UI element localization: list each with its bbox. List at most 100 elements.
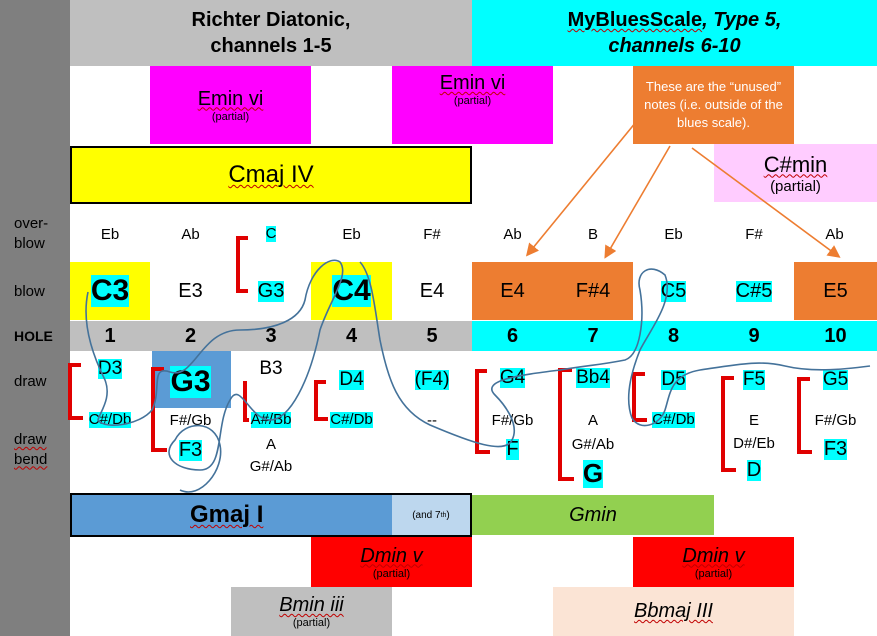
unused-note-arrows (525, 121, 841, 259)
draw-note-8: D5 (633, 367, 714, 393)
overblow-note-6: Ab (503, 225, 522, 243)
draw-note-10-label: G5 (822, 369, 849, 391)
bracket-hole-2 (151, 367, 167, 452)
chord-bbmaj-iii: Bbmaj III (553, 587, 794, 636)
header-mybluesscale-line2: channels 6-10 (608, 35, 741, 57)
draw-note-7-label: Bb4 (576, 367, 610, 389)
bracket-hole-7 (558, 368, 574, 481)
draw-note-5: (F4) (392, 367, 472, 393)
hole-number-6: 6 (506, 324, 519, 347)
bend-2-b-label: F3 (178, 438, 203, 461)
chord-gmaj-i-label: Gmaj I (190, 501, 264, 528)
header-richter-line2: channels 1-5 (210, 35, 332, 57)
chord-emin-vi-right-label: Emin vi (439, 72, 506, 94)
blow-note-9: C#5 (714, 262, 794, 320)
chord-emin-vi-left-note: (partial) (211, 110, 250, 123)
row-label-overblow-2: blow (14, 234, 45, 252)
bend-9-c-label: D (746, 458, 762, 481)
blow-note-9-label: C#5 (735, 279, 773, 302)
chord-cmaj-iv-label: Cmaj IV (228, 161, 314, 188)
chord-bmin-iii-note: (partial) (292, 617, 331, 629)
chord-csharp-min-label: C#min (763, 151, 828, 177)
overblow-note-7: B (587, 225, 598, 243)
draw-note-2: G3 (150, 362, 231, 402)
draw-note-8-label: D5 (661, 369, 686, 391)
chord-dmin-v-left-label: Dmin v (360, 544, 423, 567)
header-mybluesscale-type: , Type 5, (702, 9, 782, 31)
chord-gmaj-seventh-sup: th (440, 511, 447, 519)
draw-note-1: D3 (70, 356, 150, 382)
bend-brackets (68, 236, 812, 481)
overblow-note-1: Eb (100, 225, 120, 243)
hole-number-8: 8 (667, 324, 680, 347)
header-mybluesscale-line1: MyBluesScale, Type 5, (568, 7, 782, 33)
blow-note-2: E3 (178, 279, 203, 302)
chord-gmaj-seventh-b: ) (446, 509, 450, 521)
bend-5-a: -- (427, 411, 437, 429)
blow-note-5: E4 (419, 279, 445, 302)
blow-note-6: E4 (500, 279, 525, 302)
chord-csharp-min: C#min (partial) (714, 144, 877, 202)
overblow-note-4: Eb (342, 225, 361, 243)
row-label-draw-bend-2: bend (14, 450, 48, 468)
bend-7-a: A (587, 411, 598, 429)
header-richter-line1: Richter Diatonic, (191, 9, 351, 31)
bend-10-b-label: F3 (823, 437, 848, 460)
bend-9-b: D#/Eb (733, 434, 775, 452)
chord-gmin: Gmin (472, 495, 714, 535)
blow-note-7: F#4 (575, 279, 611, 302)
scale-path-middle (359, 261, 871, 448)
hole-number-10: 10 (824, 324, 847, 347)
blow-note-4-label: C4 (332, 274, 371, 308)
arrow-to-hole-6 (525, 121, 637, 257)
bend-7-c-label: G (582, 458, 604, 489)
bend-10-a: F#/Gb (814, 411, 857, 429)
chord-bmin-iii: Bmin iii (partial) (231, 587, 392, 636)
draw-note-9-label: F5 (742, 369, 766, 391)
chord-bbmaj-iii-label: Bbmaj III (634, 600, 713, 622)
hole-number-5: 5 (426, 324, 438, 347)
overblow-note-10: Ab (825, 225, 844, 243)
blow-note-3: G3 (231, 262, 311, 320)
chord-cmaj-iv: Cmaj IV (70, 146, 472, 204)
chord-dmin-v-left-note: (partial) (372, 567, 411, 580)
bend-10-b: F3 (794, 436, 877, 462)
bend-7-b: G#/Ab (571, 435, 615, 453)
draw-note-1-label: D3 (97, 358, 123, 380)
unused-notes-text: These are the “unused” notes (i.e. outsi… (644, 78, 783, 131)
chord-dmin-v-right-label: Dmin v (682, 544, 745, 567)
blow-note-10: E5 (823, 279, 848, 302)
chord-emin-vi-left: Emin vi (partial) (150, 66, 311, 144)
chord-emin-vi-right: Emin vi (partial) (392, 66, 553, 144)
blow-note-1: C3 (70, 262, 150, 320)
bend-9-c: D (714, 457, 794, 483)
draw-note-4-label: D4 (339, 369, 364, 391)
draw-note-7: Bb4 (553, 365, 633, 391)
hole-row-bg-right (472, 321, 877, 351)
draw-note-5-label: (F4) (414, 369, 450, 391)
hole-number-4: 4 (345, 324, 358, 347)
arrow-to-hole-10 (691, 147, 841, 258)
chord-dmin-v-left: Dmin v (partial) (311, 537, 472, 587)
bend-3-c: G#/Ab (249, 457, 293, 475)
bend-4-a: C#/Db (311, 410, 392, 430)
hole-number-9: 9 (748, 324, 760, 347)
overblow-note-8: Eb (664, 225, 683, 243)
bend-3-b: A (265, 435, 276, 453)
hole-number-3: 3 (265, 324, 277, 347)
overblow-note-9: F# (745, 225, 763, 243)
bracket-hole-6 (475, 369, 490, 454)
overblow-note-3-label: C (265, 225, 277, 243)
chord-dmin-v-right: Dmin v (partial) (633, 537, 794, 587)
chord-bmin-iii-label: Bmin iii (279, 594, 344, 616)
bracket-hole-10 (797, 377, 812, 454)
chord-dmin-v-right-note: (partial) (694, 567, 733, 580)
bracket-hole-4 (314, 380, 328, 421)
header-richter: Richter Diatonic, channels 1-5 (70, 0, 472, 66)
blow-bg-6-7 (472, 262, 633, 320)
bracket-hole-1 (68, 363, 83, 420)
bracket-hole-8 (632, 372, 647, 422)
draw-note-9: F5 (714, 367, 794, 393)
